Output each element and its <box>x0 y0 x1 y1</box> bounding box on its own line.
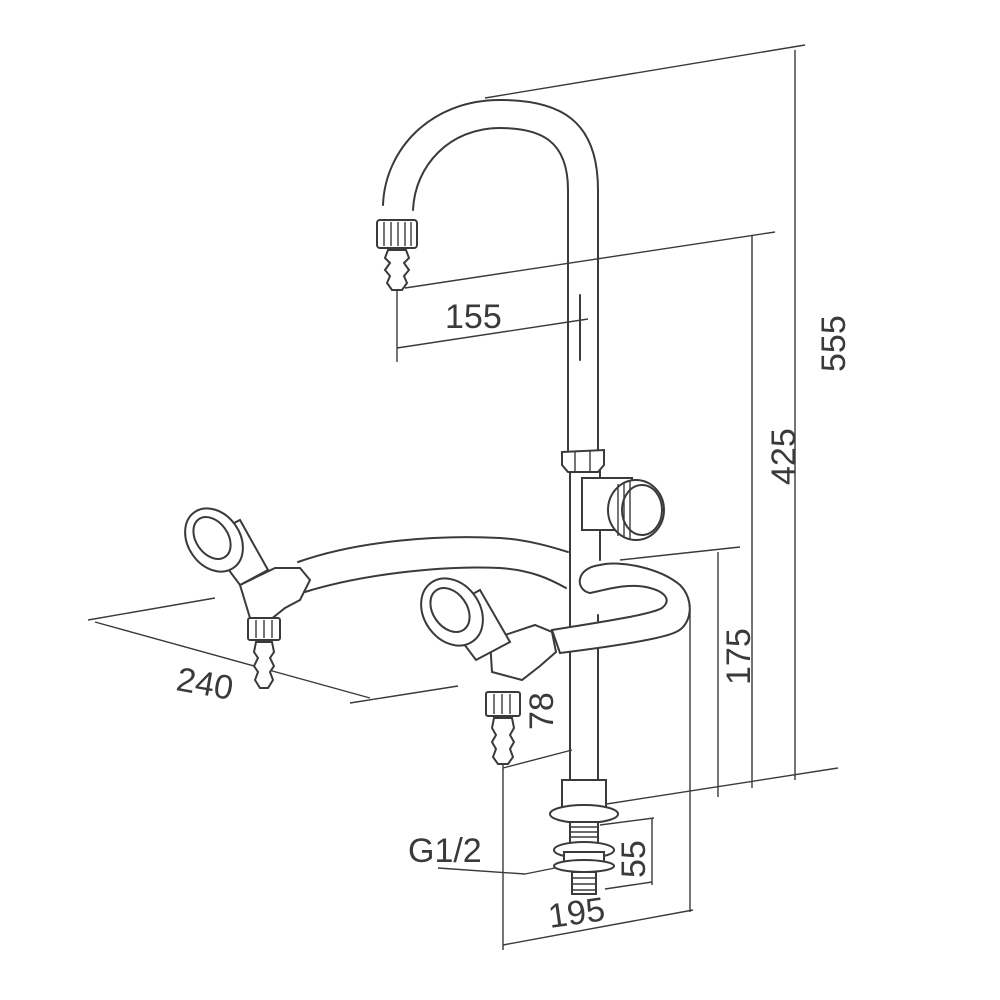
base-mount <box>549 779 619 895</box>
dim-spout-height: 425 <box>765 428 803 485</box>
dim-thread: G1/2 <box>408 832 482 870</box>
dim-base-offset: 195 <box>546 890 607 936</box>
dim-side-outlet-height: 175 <box>720 628 758 685</box>
right-valve-knob <box>581 477 665 541</box>
dim-spout-reach: 155 <box>445 298 502 336</box>
dim-total-height: 555 <box>815 315 853 372</box>
front-outlet <box>420 577 558 765</box>
dim-side-span: 240 <box>174 660 236 707</box>
side-arm <box>297 536 569 593</box>
spout-nozzle <box>376 219 418 291</box>
dimension-lines <box>87 44 839 950</box>
left-outlet <box>184 507 312 689</box>
u-bend-arm <box>550 562 691 655</box>
dim-shank-length: 55 <box>615 840 653 878</box>
hex-nut <box>561 448 605 473</box>
dim-outlet-drop: 78 <box>523 692 561 730</box>
swan-neck-spout <box>382 99 599 451</box>
